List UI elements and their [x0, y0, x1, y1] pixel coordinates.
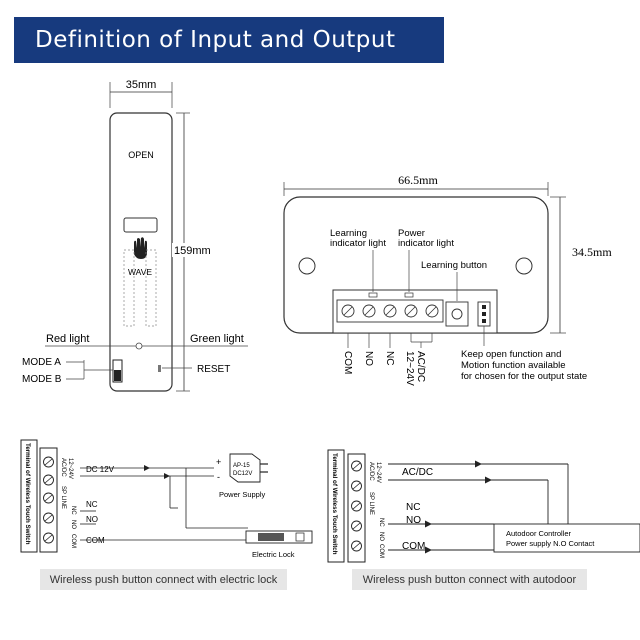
acdc-label-2-right: 12~24V [375, 462, 381, 483]
power-light-label-1: Power [398, 228, 425, 239]
electric-lock-label: Electric Lock [252, 550, 295, 559]
side-title: Terminal of Wireless Touch Switch [24, 443, 31, 545]
nc-label-right: NC [378, 518, 384, 527]
receiver-height-label: 34.5mm [572, 245, 612, 259]
page-title: Definition of Input and Output [35, 27, 396, 53]
mode-note-2: Motion function available [461, 360, 566, 371]
psu-voltage-label: DC12V [233, 471, 252, 477]
green-light-label: Green light [190, 333, 244, 345]
switch-width-label: 35mm [126, 79, 157, 91]
learning-button-label: Learning button [421, 260, 487, 271]
com-line-label: COM [86, 536, 105, 545]
mode-b-label: MODE B [22, 374, 62, 385]
terminal-com: COM [342, 351, 353, 374]
learning-light-label-1: Learning [330, 228, 367, 239]
acdc-label-1-right: AC/DC [368, 462, 374, 481]
minus-label: - [217, 472, 220, 482]
terminal-no: NO [363, 351, 374, 366]
com-label: COM [70, 534, 76, 548]
caption-electric-lock: Wireless push button connect with electr… [40, 569, 287, 590]
caption-autodoor-text: Wireless push button connect with autodo… [362, 573, 577, 586]
plus-label: + [216, 457, 221, 467]
com-label-right: COM [378, 544, 384, 558]
power-supply-icon [229, 453, 268, 483]
nc-label: NC [70, 506, 76, 515]
receiver-width-label: 66.5mm [398, 173, 438, 187]
caption-autodoor: Wireless push button connect with autodo… [352, 569, 587, 590]
red-light-label: Red light [46, 333, 89, 345]
controller-label-1: Autodoor Controller [506, 529, 572, 538]
open-label: OPEN [128, 150, 154, 160]
power-supply-label: Power Supply [219, 490, 266, 499]
no-line-label-right: NO [406, 515, 421, 526]
mode-note-3: for chosen for the output state [461, 371, 587, 382]
receiver-module: 66.5mm 34.5mm [283, 173, 628, 348]
no-label: NO [70, 520, 76, 529]
psu-model-label: AP-15 [233, 463, 250, 469]
terminal-screws-right [351, 460, 362, 552]
terminal-screws [341, 304, 439, 318]
acdc-label-1: AC/DC [60, 458, 66, 477]
hand-wave-icon [134, 237, 147, 259]
com-line-label-right: COM [402, 541, 425, 552]
mode-a-label: MODE A [22, 357, 61, 368]
nc-line-label-right: NC [406, 502, 420, 513]
acdc-label-2: 12~24V [67, 458, 73, 479]
controller-label-2: Power supply N.O Contact [506, 539, 595, 548]
power-light-label-2: indicator light [398, 238, 454, 249]
device-diagrams: 35mm 159mm OPEN WAVE Red light Green lig… [22, 79, 628, 392]
sp-line-label-right: SP LINE [368, 492, 374, 515]
title-banner: Definition of Input and Output [14, 17, 444, 63]
mode-note-1: Keep open function and [461, 349, 561, 360]
electric-lock-icon [245, 530, 313, 544]
terminal-screws-left [43, 456, 54, 544]
terminal-nc: NC [384, 351, 395, 365]
dc12-label: DC 12V [86, 465, 115, 474]
side-title-right: Terminal of Wireless Touch Switch [331, 453, 338, 555]
terminal-voltage: 12~24V [404, 351, 415, 386]
no-label-right: NO [378, 532, 384, 541]
autodoor-controller-box [493, 523, 640, 553]
caption-electric-lock-text: Wireless push button connect with electr… [49, 573, 278, 586]
no-line-label: NO [86, 515, 98, 524]
electric-lock-wiring-diagram: Terminal of Wireless Touch Switch AC/DC … [20, 439, 313, 559]
sp-line-label: SP LINE [60, 486, 66, 509]
terminal-acdc: AC/DC [415, 351, 426, 382]
switch-height-label: 159mm [174, 245, 211, 257]
learning-light-label-2: indicator light [330, 238, 386, 249]
autodoor-wiring-diagram: Terminal of Wireless Touch Switch AC/DC … [327, 449, 640, 563]
wave-label: WAVE [128, 267, 152, 277]
acdc-line-label: AC/DC [402, 467, 433, 478]
reset-label: RESET [197, 364, 230, 375]
nc-line-label: NC [86, 500, 98, 509]
wall-switch: 35mm 159mm OPEN WAVE [45, 79, 248, 392]
